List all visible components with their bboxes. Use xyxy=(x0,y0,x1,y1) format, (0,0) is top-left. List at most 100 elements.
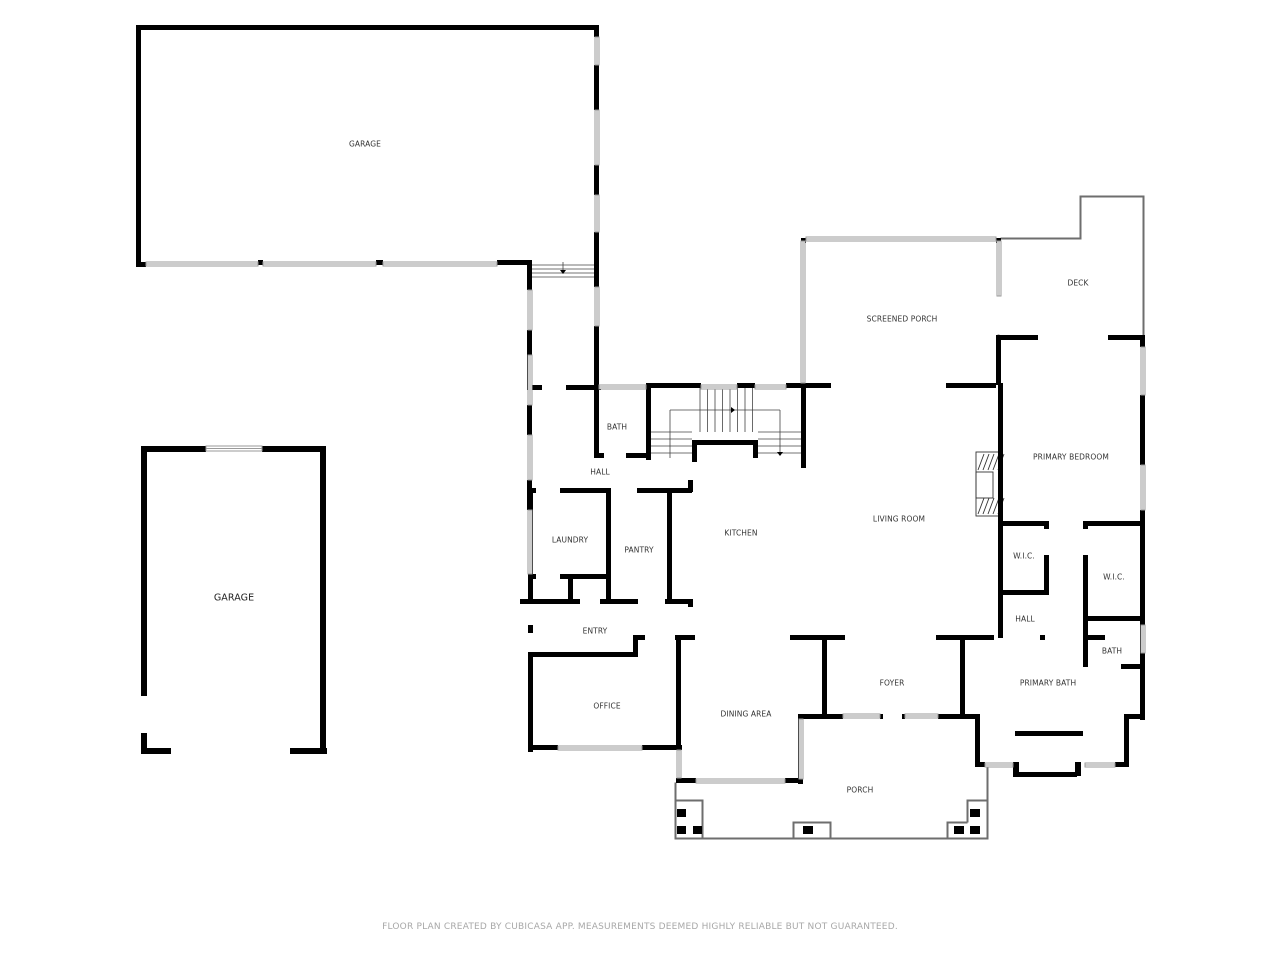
room-label-screened-porch: SCREENED PORCH xyxy=(866,314,938,324)
outline-segment xyxy=(966,799,988,802)
wall-segment xyxy=(737,383,755,388)
wall-segment xyxy=(676,635,691,640)
wall-segment xyxy=(141,446,206,452)
wall-segment xyxy=(960,635,965,715)
wall-segment xyxy=(290,748,327,754)
wall-segment xyxy=(527,385,542,390)
room-label-hall-lower: HALL xyxy=(1015,614,1035,624)
wall-segment xyxy=(1013,762,1019,776)
wall-segment xyxy=(753,440,758,458)
wall-segment xyxy=(528,652,633,657)
wall-segment xyxy=(633,635,645,640)
wall-segment xyxy=(1085,635,1105,640)
wall-segment xyxy=(688,480,693,492)
wall-segment xyxy=(677,826,686,834)
wall-segment xyxy=(785,778,803,783)
wall-segment xyxy=(262,446,326,452)
wall-segment xyxy=(560,488,610,493)
wall-segment xyxy=(1121,664,1141,669)
wall-segment xyxy=(1013,772,1077,777)
room-label-dining-area: DINING AREA xyxy=(720,709,772,719)
wall-segment xyxy=(790,635,845,640)
wall-segment xyxy=(1001,521,1049,526)
wall-segment xyxy=(1124,714,1144,719)
wall-segment xyxy=(1075,762,1081,776)
wall-segment xyxy=(665,599,693,604)
wall-segment xyxy=(600,599,638,604)
wall-segment xyxy=(692,440,697,462)
wall-segment xyxy=(633,635,638,657)
wall-segment xyxy=(528,652,533,752)
room-label-office: OFFICE xyxy=(593,701,621,711)
outline-segment xyxy=(676,799,703,802)
wall-segment xyxy=(801,383,806,468)
outline-segment xyxy=(829,821,832,839)
room-label-porch: PORCH xyxy=(846,785,874,795)
wall-segment xyxy=(693,826,702,834)
wall-segment xyxy=(1083,521,1143,526)
wall-segment xyxy=(1140,335,1145,347)
wall-segment xyxy=(1044,555,1049,593)
room-label-living-room: LIVING ROOM xyxy=(872,514,926,524)
wall-segment xyxy=(954,826,964,834)
outline-segment xyxy=(966,799,969,823)
wall-segment xyxy=(946,383,996,388)
wall-segment xyxy=(692,440,757,445)
wall-segment xyxy=(1108,335,1144,340)
wall-segment xyxy=(998,383,1003,638)
wall-segment xyxy=(880,714,883,719)
wall-segment xyxy=(594,25,599,37)
wall-segment xyxy=(642,745,682,750)
wall-segment xyxy=(320,446,326,753)
outline-segment xyxy=(674,782,677,839)
walls xyxy=(136,25,1145,834)
room-label-laundry: LAUNDRY xyxy=(551,535,589,545)
wall-segment xyxy=(801,383,831,388)
wall-segment xyxy=(594,165,599,195)
wall-segment xyxy=(528,625,533,633)
outline-segment xyxy=(946,821,949,839)
wall-segment xyxy=(637,488,692,493)
wall-segment xyxy=(566,385,598,390)
wall-segment xyxy=(594,453,604,458)
room-label-bath-upper: BATH xyxy=(606,422,628,432)
wall-segment xyxy=(141,446,147,696)
wall-segment xyxy=(803,826,813,834)
room-label-deck: DECK xyxy=(1067,278,1089,288)
fireplace-firebox xyxy=(975,471,994,499)
wall-segment xyxy=(1083,521,1088,529)
outline-segment xyxy=(792,821,832,824)
wall-segment xyxy=(594,326,599,388)
wall-segment xyxy=(560,574,610,579)
wall-segment xyxy=(975,762,985,767)
wall-segment xyxy=(141,748,171,754)
wall-segment xyxy=(568,574,573,601)
wall-segment xyxy=(1083,555,1088,667)
wall-segment xyxy=(996,335,1001,385)
room-label-kitchen: KITCHEN xyxy=(724,528,758,538)
wall-segment xyxy=(594,65,599,110)
wall-segment xyxy=(1001,590,1049,595)
wall-segment xyxy=(676,635,681,750)
wall-segment xyxy=(594,232,599,287)
wall-segment xyxy=(1083,616,1143,621)
wall-segment xyxy=(528,745,558,750)
staircase xyxy=(532,262,801,458)
wall-segment xyxy=(970,826,980,834)
wall-segment xyxy=(520,599,580,604)
outline-segment xyxy=(1079,195,1082,240)
wall-segment xyxy=(141,733,147,753)
wall-segment xyxy=(822,635,827,715)
wall-segment xyxy=(606,488,611,603)
wall-segment xyxy=(1124,714,1129,767)
wall-segment xyxy=(676,778,696,783)
wall-segment xyxy=(136,25,598,30)
wall-segment xyxy=(258,260,263,265)
wall-segment xyxy=(798,714,843,719)
wall-segment xyxy=(646,383,701,388)
wall-segment xyxy=(676,745,681,750)
room-label-wic-right: W.I.C. xyxy=(1103,572,1125,582)
room-label-primary-bedroom: PRIMARY BEDROOM xyxy=(1033,452,1109,462)
wall-segment xyxy=(497,260,530,265)
